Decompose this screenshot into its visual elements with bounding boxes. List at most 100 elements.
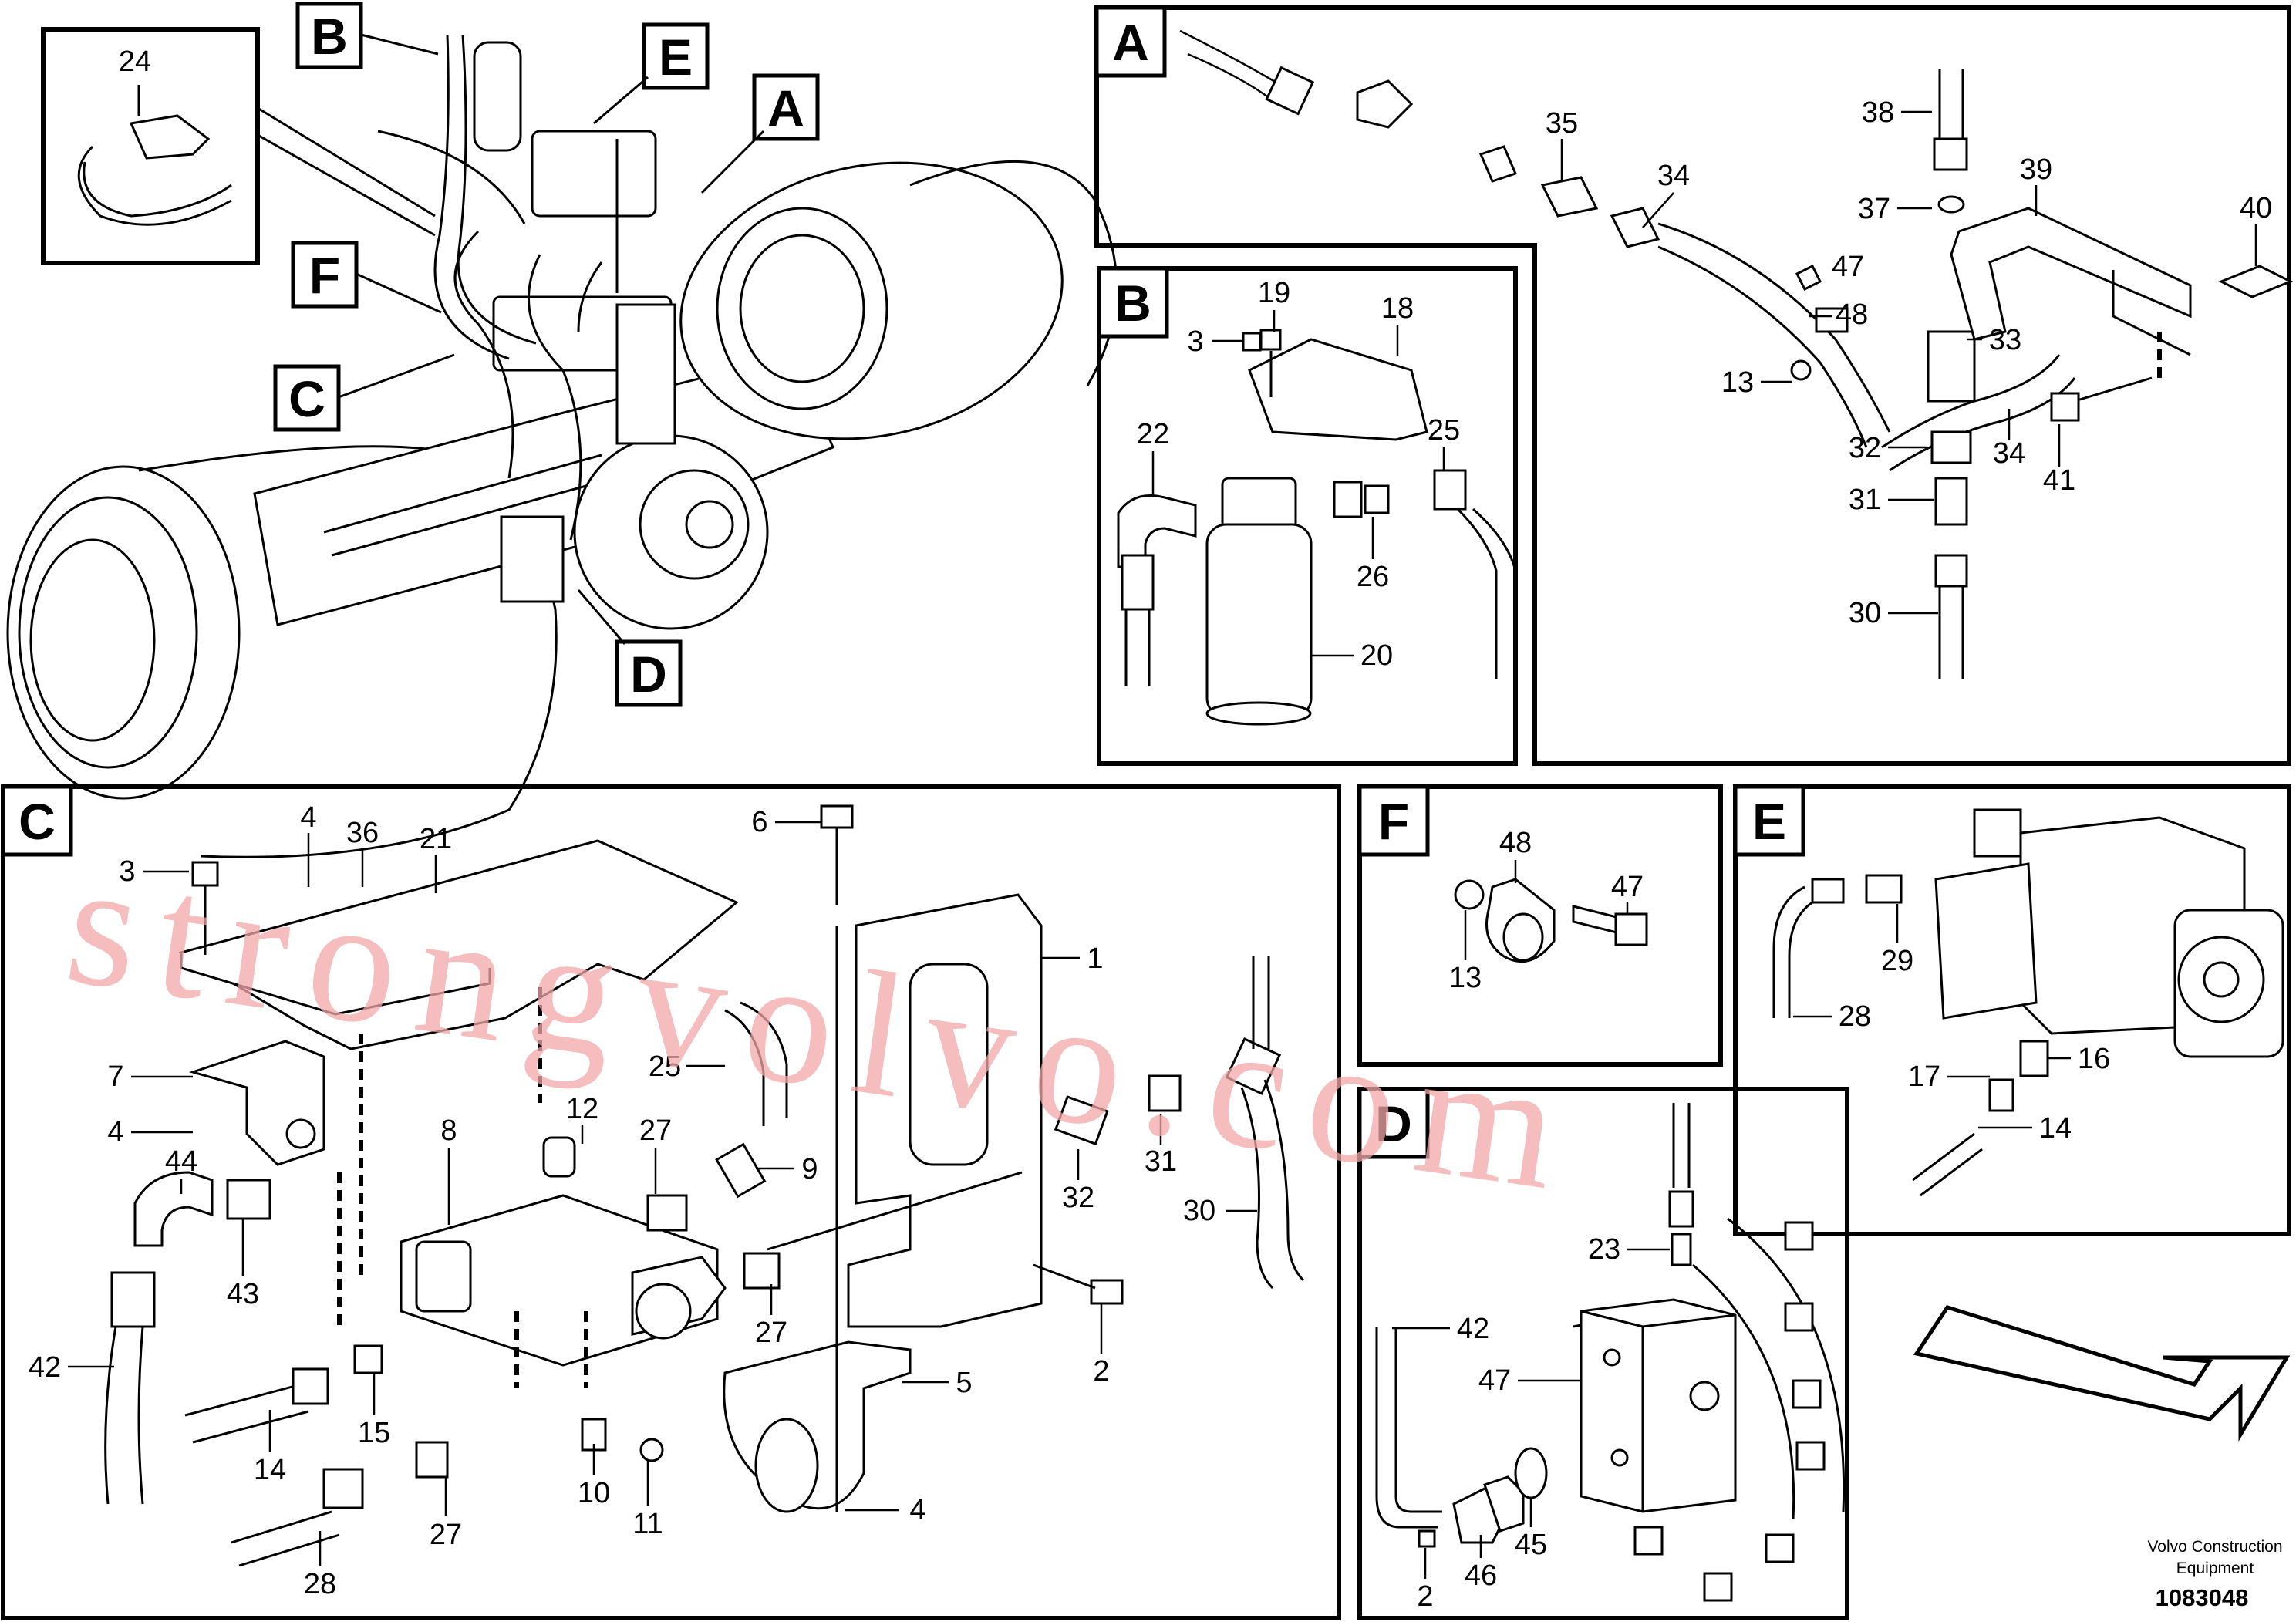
- panel-E-frame: [1733, 784, 2291, 1236]
- callout-C-4: 4: [300, 801, 316, 834]
- callout-B-3: 3: [1187, 325, 1203, 358]
- callout-D-46: 46: [1465, 1560, 1497, 1592]
- callout-A-37: 37: [1858, 193, 1890, 225]
- callout-A-34: 34: [1657, 160, 1690, 192]
- callout-C-12: 12: [566, 1093, 598, 1125]
- overview-callouts: B E A F C D 24: [119, 2, 820, 707]
- tag-A-text: A: [767, 79, 804, 137]
- panel-A: A 35 34 38 39: [1094, 5, 2294, 766]
- callout-B-19: 19: [1258, 277, 1290, 309]
- tag-C: [273, 364, 341, 432]
- callout-A-48: 48: [1836, 298, 1868, 331]
- callout-C-27: 27: [639, 1114, 672, 1147]
- callout-A-39: 39: [2020, 153, 2052, 186]
- callout-A-41: 41: [2043, 464, 2075, 497]
- callout-D-2: 2: [1417, 1580, 1433, 1613]
- tag-C-text: C: [288, 370, 325, 427]
- panel-D-tag-text: D: [1375, 1095, 1412, 1152]
- footer-brand-line1: Volvo Construction: [2147, 1538, 2282, 1556]
- callout-C-5: 5: [956, 1367, 972, 1399]
- callout-A-13: 13: [1721, 366, 1754, 399]
- panel-C: C: [1, 784, 1341, 1620]
- callout-C-7: 7: [107, 1061, 123, 1093]
- callout-F-47: 47: [1611, 871, 1644, 903]
- callout-C-3: 3: [119, 855, 135, 888]
- callout-D-45: 45: [1515, 1529, 1547, 1561]
- callout-C-1: 1: [1087, 943, 1103, 975]
- tag-A: [752, 73, 820, 141]
- callout-24: 24: [119, 46, 151, 78]
- panel-D: D 23 42 47 2: [1357, 1087, 1849, 1620]
- callout-E-14: 14: [2039, 1112, 2072, 1145]
- panel-B-frame: [1097, 266, 1518, 766]
- panel-F-tag-text: F: [1378, 793, 1409, 850]
- overview-illustration: [6, 27, 1118, 858]
- footer-ref-number: 1083048: [2156, 1584, 2249, 1611]
- callout-C-8: 8: [440, 1114, 457, 1147]
- tag-D-text: D: [630, 646, 667, 703]
- callout-D-47: 47: [1478, 1364, 1511, 1397]
- callout-E-29: 29: [1881, 945, 1913, 977]
- rim-bolts: [1633, 1221, 1826, 1602]
- callout-C-25: 25: [649, 1050, 681, 1083]
- callout-B-18: 18: [1381, 292, 1414, 325]
- panel-E: E 29 28 16 17 14: [1733, 784, 2291, 1236]
- callout-B-20: 20: [1360, 639, 1393, 672]
- callout-A-30: 30: [1849, 597, 1881, 629]
- panel-F: F 48 47 13: [1357, 784, 1723, 1067]
- tag-B: [295, 2, 363, 69]
- callout-E-28: 28: [1839, 1000, 1871, 1033]
- callout-B-22: 22: [1137, 418, 1169, 450]
- callout-C-4c: 4: [909, 1494, 925, 1526]
- callout-C-11: 11: [632, 1508, 663, 1540]
- callout-F-48: 48: [1499, 827, 1532, 859]
- callout-C-10: 10: [578, 1477, 610, 1509]
- tag-F: [291, 241, 359, 309]
- callout-C-6: 6: [751, 806, 767, 838]
- callout-E-17: 17: [1908, 1061, 1940, 1093]
- callout-C-2: 2: [1093, 1355, 1109, 1388]
- callout-A-31: 31: [1849, 484, 1881, 516]
- callout-C-9: 9: [801, 1153, 818, 1185]
- callout-A-40: 40: [2240, 192, 2272, 224]
- callout-C-14: 14: [254, 1454, 286, 1486]
- callout-E-16: 16: [2078, 1043, 2110, 1075]
- panel-D-frame: [1357, 1087, 1849, 1620]
- callout-F-13: 13: [1449, 962, 1482, 994]
- callout-C-42: 42: [29, 1351, 61, 1384]
- tag-E-text: E: [659, 29, 693, 86]
- panel-A-tag: [1094, 5, 1167, 78]
- direction-arrow-icon: [1913, 1305, 2291, 1442]
- callout-A-38: 38: [1862, 96, 1894, 129]
- callout-C-31: 31: [1145, 1145, 1177, 1178]
- panel-B-tag: [1097, 266, 1169, 339]
- panel-D-tag: [1357, 1087, 1430, 1159]
- callout-A-33: 33: [1989, 324, 2021, 356]
- callout-C-32: 32: [1062, 1182, 1094, 1214]
- panel-C-frame: [1, 784, 1341, 1620]
- callout-C-4b: 4: [107, 1116, 123, 1148]
- callout-C-15: 15: [358, 1417, 390, 1449]
- callout-C-43: 43: [227, 1278, 259, 1310]
- panel-A-frame: [1094, 5, 2291, 766]
- callout-C-27c: 27: [430, 1519, 462, 1551]
- callout-C-44: 44: [165, 1145, 197, 1178]
- callout-A-32: 32: [1849, 432, 1881, 464]
- panel-E-tag-text: E: [1752, 793, 1786, 850]
- panel-F-frame: [1357, 784, 1723, 1067]
- tag-B-text: B: [311, 8, 348, 65]
- tag-D: [615, 639, 683, 707]
- footer-brand-line2: Equipment: [2176, 1560, 2254, 1577]
- panel-B: B 19 18 3 22 25 26 20: [1097, 266, 1518, 766]
- tag-F-text: F: [309, 247, 340, 304]
- tag-E: [642, 22, 710, 90]
- callout-A-34b: 34: [1993, 437, 2025, 470]
- panel-E-tag: [1733, 784, 1805, 857]
- callout-D-23: 23: [1588, 1233, 1620, 1266]
- inset-box-24: [41, 27, 260, 265]
- panel-C-tag: [1, 784, 73, 857]
- callout-D-42: 42: [1457, 1313, 1489, 1345]
- callout-B-25: 25: [1428, 414, 1460, 447]
- callout-C-21: 21: [420, 823, 452, 855]
